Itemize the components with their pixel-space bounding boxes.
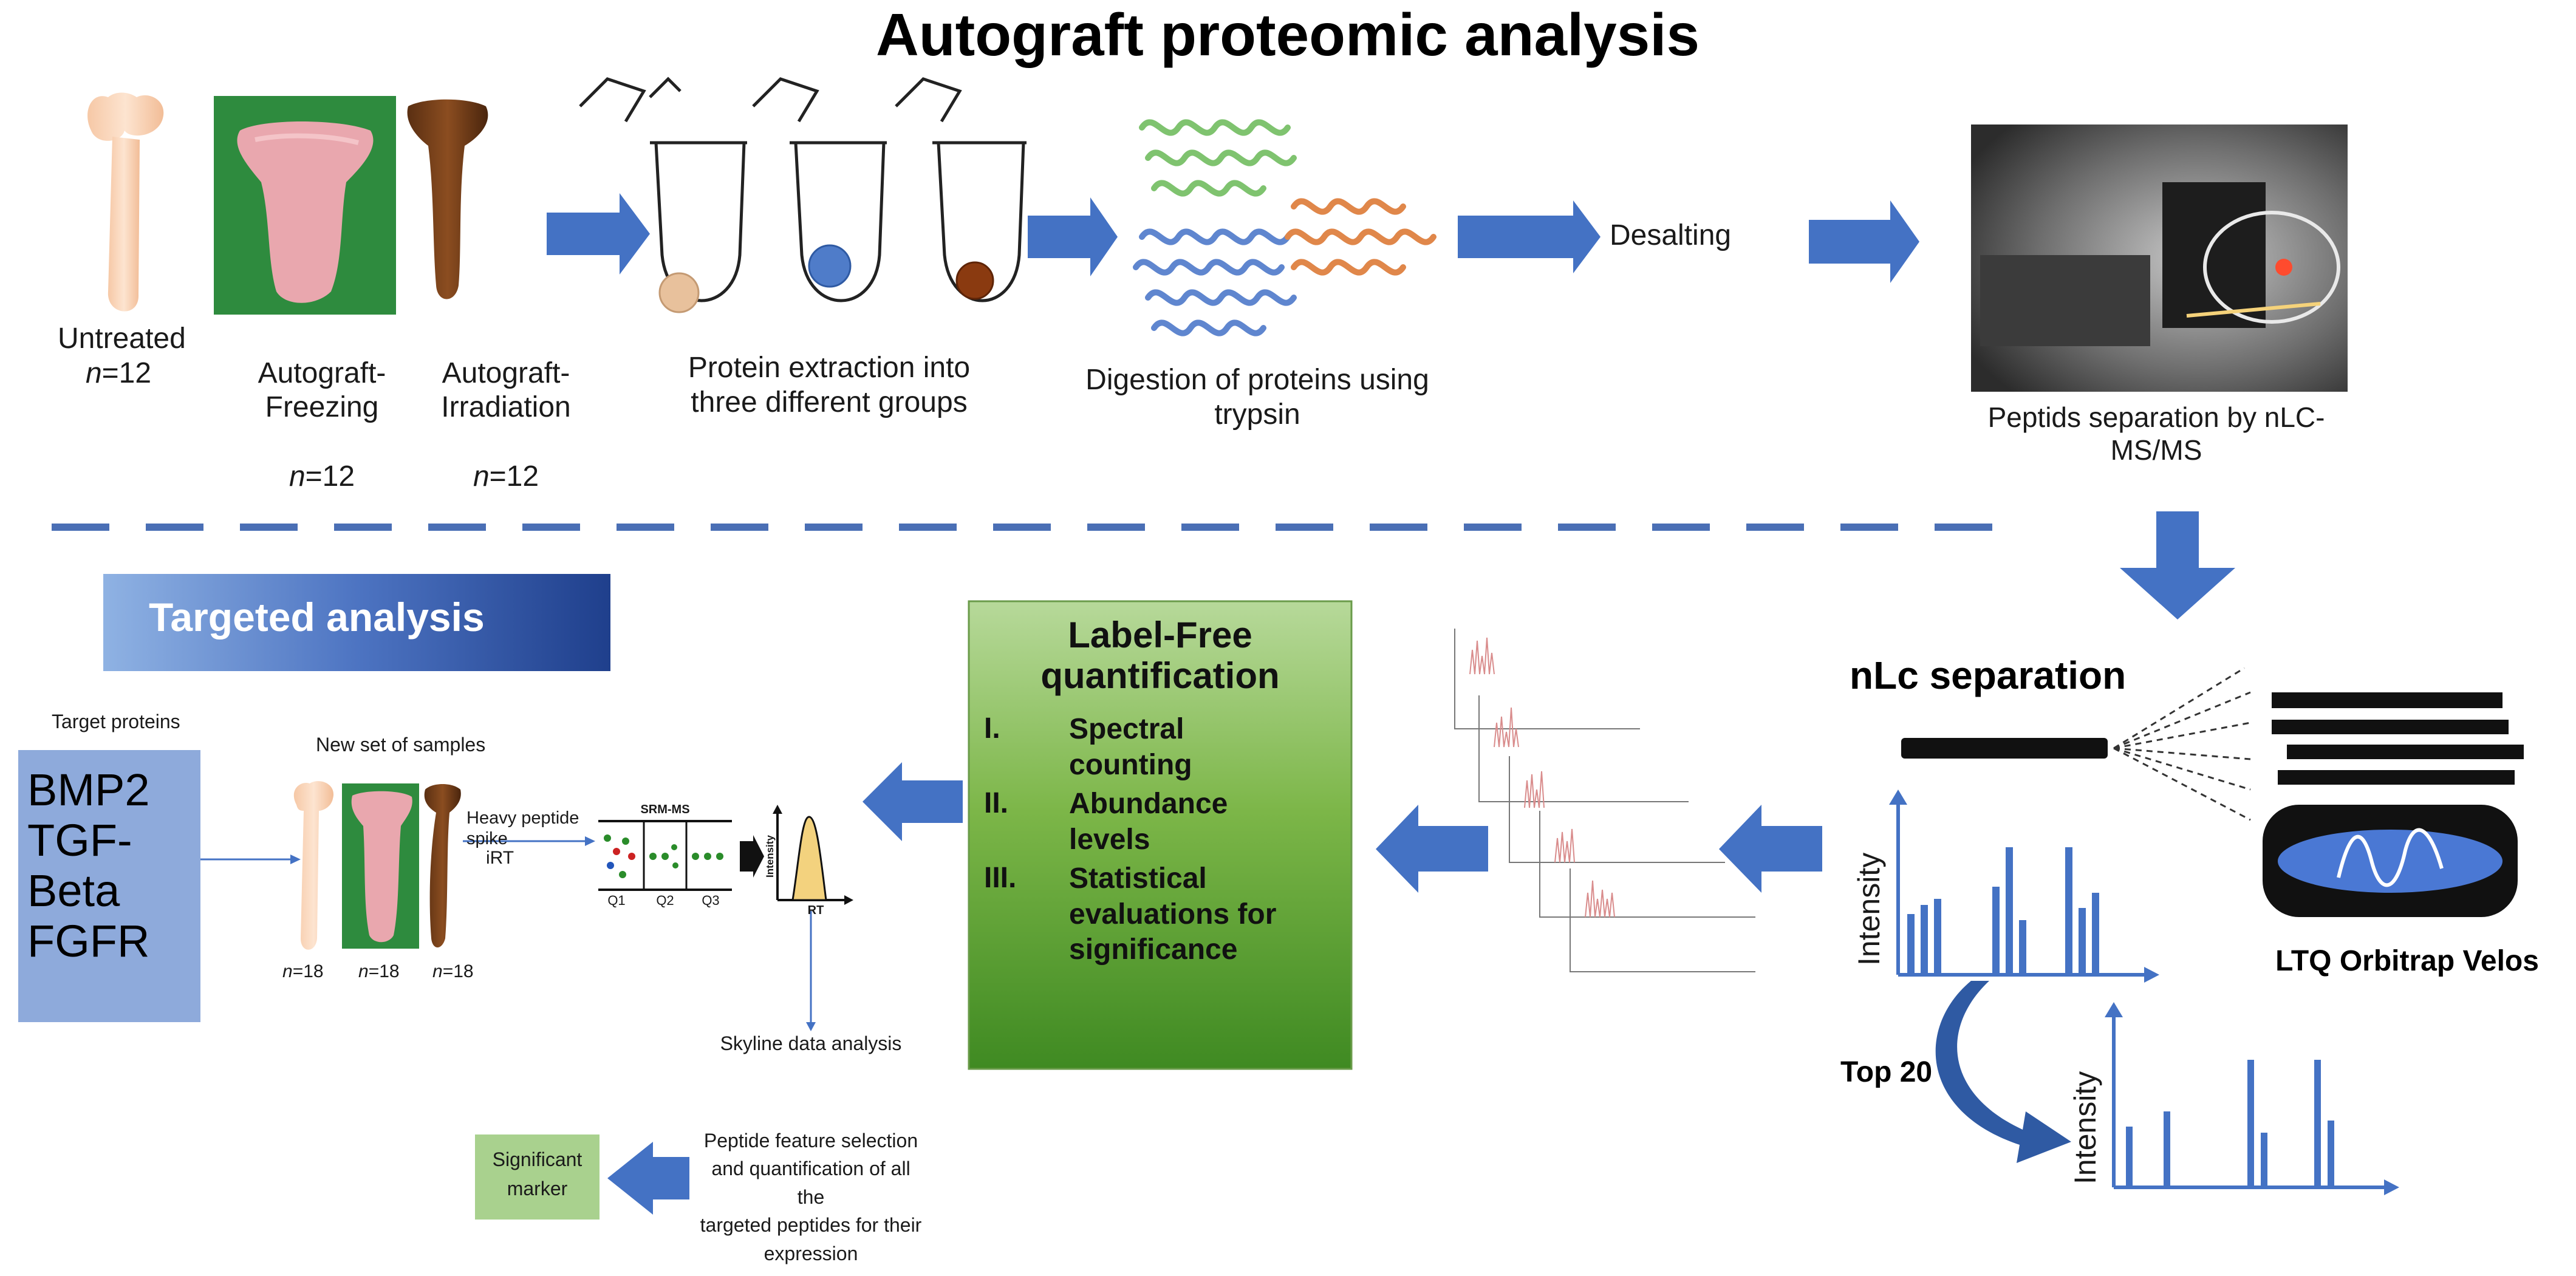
sample-n-3: n=18 [432,961,474,981]
arrow-to-marker [607,1142,689,1215]
tube-freezing [752,77,887,302]
lfq-list: I. Spectral counting II. Abundance level… [984,712,1348,968]
lfq-title: Label-Free quantification [1040,615,1280,697]
targeted-header-bar [103,574,610,671]
intensity-axis-label-1: Intensity [1852,852,1886,966]
q2-label: Q2 [656,893,674,908]
spectrum-bars-top [2126,1060,2334,1187]
nlc-column [1901,667,2251,821]
step-desalting: Desalting [1610,219,1732,251]
group-freezing-n: n=12 [289,460,355,493]
srm-intensity-plot [773,805,853,905]
top20-curved-arrow [1935,981,2071,1163]
srm-intensity-label: Intensity [764,835,776,878]
arrow-to-ms-spectra [1719,805,1822,893]
sample-n-2: n=18 [358,961,400,981]
intensity-axis-label-2: Intensity [2068,1071,2102,1184]
top20-label: Top 20 [1840,1056,1933,1088]
group-freezing-name: Autograft- Freezing [258,357,386,424]
group-irradiation-n: n=12 [473,460,539,493]
group-irradiation: Autograft- Irradiation n=12 [424,322,588,528]
lfq-box [968,600,1353,1070]
untreated-bone-image [87,92,164,312]
separated-bands [2272,692,2524,785]
page-title: Autograft proteomic analysis [876,1,1700,68]
small-untreated-bone [293,781,334,950]
small-freezing-image [342,783,419,949]
protein-structures-image [1133,119,1437,336]
lfq-item-1: I. Spectral counting [984,712,1192,781]
arrow-spike-head [585,836,595,846]
step-extraction: Protein extraction into three different … [688,352,971,418]
step-digestion: Digestion of proteins using trypsin [1085,364,1429,431]
group-untreated-name: Untreated [58,322,186,355]
target-proteins-box [18,750,200,1022]
skyline-label: Skyline data analysis [720,1032,902,1054]
srm-ms-schematic [598,820,764,891]
arrow-to-lfq [1376,805,1488,893]
group-untreated-n: n=12 [85,357,152,389]
srm-label: SRM-MS [640,803,690,816]
instrument-label: LTQ Orbitrap Velos [2275,945,2539,977]
spectrum-bars-full [1907,847,2099,975]
autograft-irradiation-image [407,99,488,299]
tube-irradiation [895,77,1027,302]
spike-label: Heavy peptide spike [466,808,579,849]
sample-n-1: n=18 [282,961,324,981]
lfq-item-3: III. Statistical evaluations for signifi… [984,862,1277,966]
irt-label: iRT [486,848,514,868]
arrow-down-to-nlc [2120,511,2235,619]
targeted-header: Targeted analysis [149,595,485,640]
q1-label: Q1 [607,893,626,908]
arrow-to-extraction [547,193,650,275]
q3-label: Q3 [702,893,720,908]
arrow-to-nlc-ms [1809,200,1919,283]
group-untreated: Untreated n=12 [58,322,186,391]
lfq-item-2: II. Abundance levels [984,787,1228,856]
small-irradiation-bone [424,784,461,947]
arrow-to-digestion [1028,197,1118,276]
group-freezing: Autograft- Freezing n=12 [243,322,401,528]
significant-marker-label: Significant marker [492,1148,583,1199]
feature-selection-label: Peptide feature selection and quantifica… [700,1130,922,1264]
step-separation: Peptids separation by nLC- MS/MS [1987,401,2325,466]
target-proteins-list: BMP2 TGF- Beta FGFR [27,765,150,966]
arrow-proteins-to-samples-head [290,855,301,864]
nlc-label: nLc separation [1850,653,2127,697]
nlc-ms-instrument-photo [1971,125,2348,392]
arrow-to-targeted [863,762,963,841]
msms-spectra-image [1454,629,1755,972]
arrow-skyline-head [806,1022,816,1031]
target-proteins-label: Target proteins [52,711,180,732]
autograft-freezing-image [214,96,396,315]
significant-marker-box [475,1134,600,1220]
orbitrap-icon [2263,805,2518,917]
tube-untreated [579,77,747,313]
group-irradiation-name: Autograft- Irradiation [441,357,571,424]
arrow-to-desalting [1458,200,1601,273]
rt-label: RT [807,904,824,917]
new-set-label: New set of samples [316,734,486,756]
